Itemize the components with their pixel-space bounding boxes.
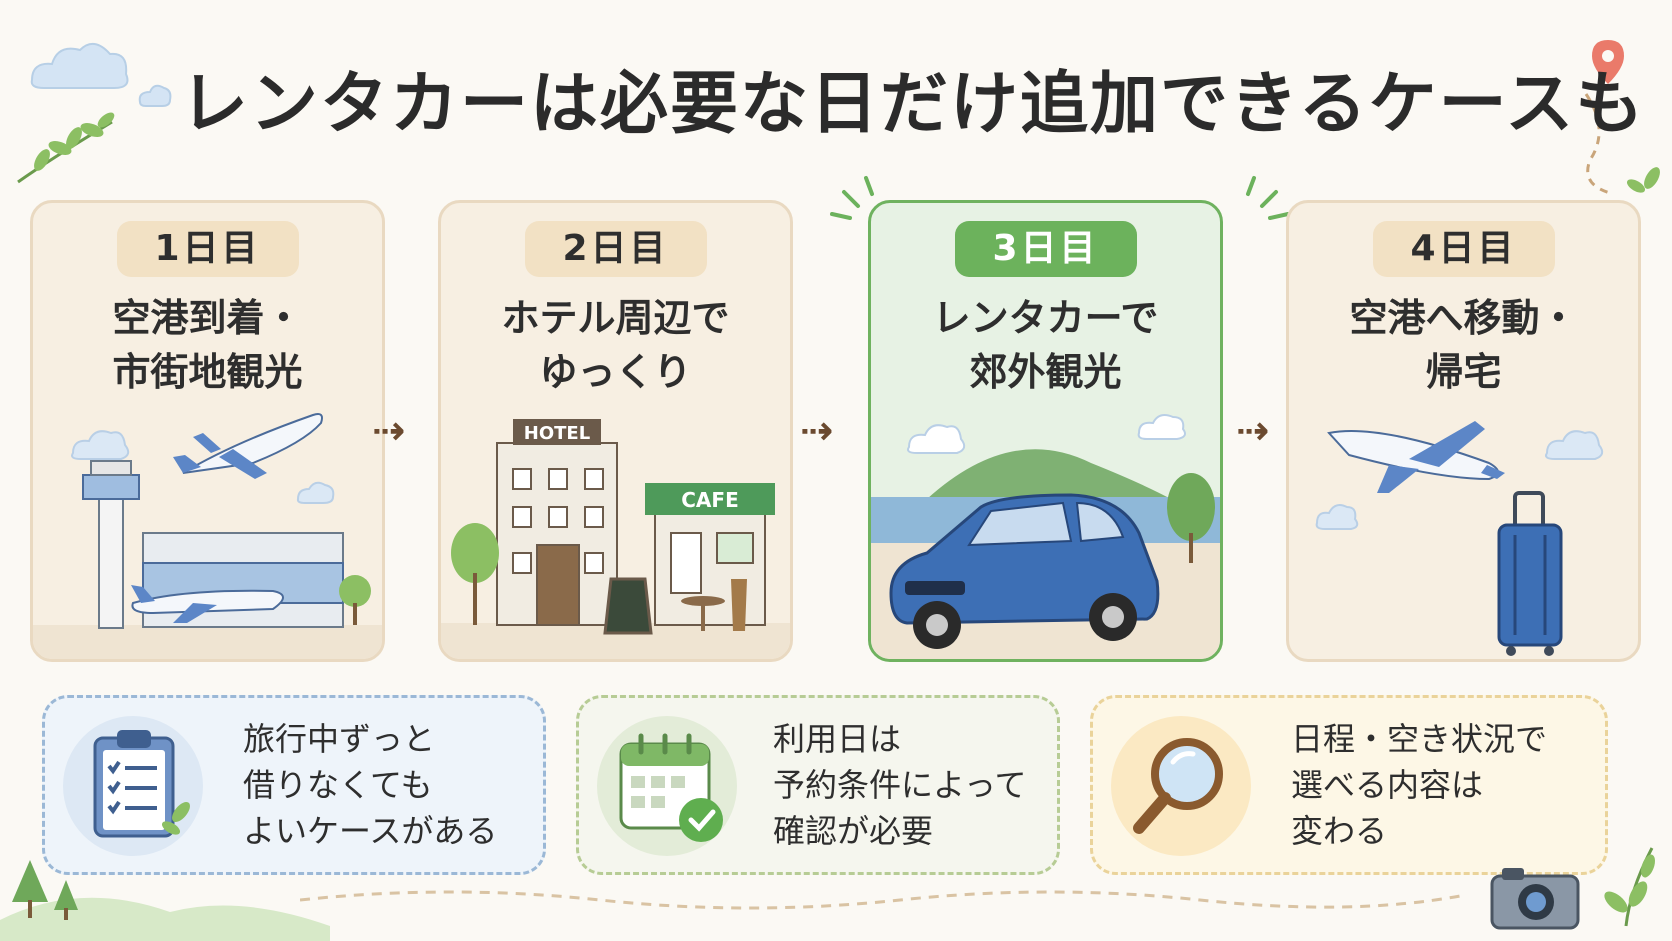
hotel-sign: HOTEL — [524, 423, 590, 444]
day-badge: 1日目 — [116, 221, 299, 277]
day-description-line: ホテル周辺で — [501, 296, 730, 340]
map-pin-icon — [1592, 40, 1624, 84]
airport-illustration — [33, 413, 382, 659]
control-tower-icon — [82, 460, 140, 629]
leaf-branch-decoration-left — [17, 112, 115, 184]
hotel-building-icon: HOTEL — [496, 419, 618, 626]
cafe-building-icon: CAFE — [645, 483, 775, 626]
note-line: 選べる内容は — [1291, 766, 1484, 804]
magnifier-icon — [1133, 738, 1223, 834]
day-card-3: 3日目 レンタカーで 郊外観光 — [868, 200, 1223, 662]
note-line: 確認が必要 — [773, 812, 934, 850]
calendar-check-icon — [619, 733, 723, 842]
calendar-icon-wrap — [597, 716, 737, 856]
note-line: 旅行中ずっと — [243, 720, 436, 758]
note-line: 変わる — [1291, 812, 1388, 850]
day-description: ホテル周辺で ゆっくり — [441, 291, 790, 399]
note-card-magnifier: 日程・空き状況で 選べる内容は 変わる — [1090, 695, 1608, 875]
dashed-path-decoration — [300, 890, 1460, 910]
arrow-icon: ⇢ — [800, 408, 834, 454]
parked-airplane-icon — [131, 585, 284, 623]
day-description: 空港到着・ 市街地観光 — [33, 291, 382, 399]
rental-car-illustration — [871, 414, 1220, 659]
day-description: 空港へ移動・ 帰宅 — [1289, 291, 1638, 399]
day-card-1: 1日目 空港到着・ 市街地観光 — [30, 200, 385, 662]
highlight-rays-right — [1246, 176, 1290, 220]
tree-icon — [339, 575, 371, 625]
day-description-line: 帰宅 — [1425, 350, 1502, 394]
dashed-route-decoration — [1584, 93, 1660, 196]
arrow-icon: ⇢ — [1236, 408, 1270, 454]
mountain-icon — [927, 449, 1171, 499]
day-card-2: 2日目 ホテル周辺で ゆっくり HOTEL CAFE — [438, 200, 793, 662]
note-card-calendar: 利用日は 予約条件によって 確認が必要 — [576, 695, 1060, 875]
day-description-line: 空港へ移動・ — [1349, 296, 1578, 340]
day-description: レンタカーで 郊外観光 — [871, 291, 1220, 399]
note-line: 予約条件によって — [773, 766, 1027, 804]
note-line: 利用日は — [773, 720, 902, 758]
note-line: よいケースがある — [243, 812, 498, 850]
airplane-icon — [173, 413, 323, 479]
clipboard-icon-wrap — [63, 716, 203, 856]
day-description-line: 郊外観光 — [969, 350, 1122, 394]
day-description-line: 空港到着・ — [112, 296, 303, 340]
suitcase-icon — [1497, 491, 1563, 656]
menu-board-icon — [603, 577, 653, 635]
day-description-line: レンタカーで — [932, 296, 1159, 340]
airplane-icon — [1327, 421, 1505, 493]
camera-icon — [1490, 868, 1580, 930]
highlight-rays-left — [830, 176, 874, 220]
departure-illustration — [1315, 421, 1604, 656]
hotel-cafe-illustration: HOTEL CAFE — [441, 419, 790, 659]
note-line: 日程・空き状況で — [1291, 720, 1548, 758]
leaf-decoration-bottom-right — [1604, 847, 1655, 927]
tree-icon — [451, 523, 499, 625]
note-text: 利用日は 予約条件によって 確認が必要 — [773, 716, 1026, 854]
magnifier-icon-wrap — [1111, 716, 1251, 856]
cafe-table-icon — [681, 579, 747, 631]
day-card-4: 4日目 空港へ移動・ 帰宅 — [1286, 200, 1641, 662]
clipboard-icon — [93, 730, 190, 838]
landscape-decoration-bottom-left — [0, 860, 330, 941]
day-description-line: ゆっくり — [539, 350, 692, 394]
page-title: レンタカーは必要な日だけ追加できるケースも — [180, 65, 1646, 144]
day-badge: 4日目 — [1372, 221, 1555, 277]
day-description-line: 市街地観光 — [112, 350, 303, 394]
car-icon — [889, 493, 1160, 649]
day-badge: 3日目 — [954, 221, 1137, 277]
day-badge: 2日目 — [524, 221, 707, 277]
arrow-icon: ⇢ — [372, 408, 406, 454]
note-card-clipboard: 旅行中ずっと 借りなくても よいケースがある — [42, 695, 546, 875]
note-text: 日程・空き状況で 選べる内容は 変わる — [1291, 716, 1547, 854]
note-text: 旅行中ずっと 借りなくても よいケースがある — [243, 716, 497, 854]
cloud-decoration-top-left — [30, 43, 172, 107]
cafe-sign: CAFE — [681, 488, 738, 512]
tree-icon — [1167, 473, 1215, 563]
note-line: 借りなくても — [243, 766, 433, 804]
